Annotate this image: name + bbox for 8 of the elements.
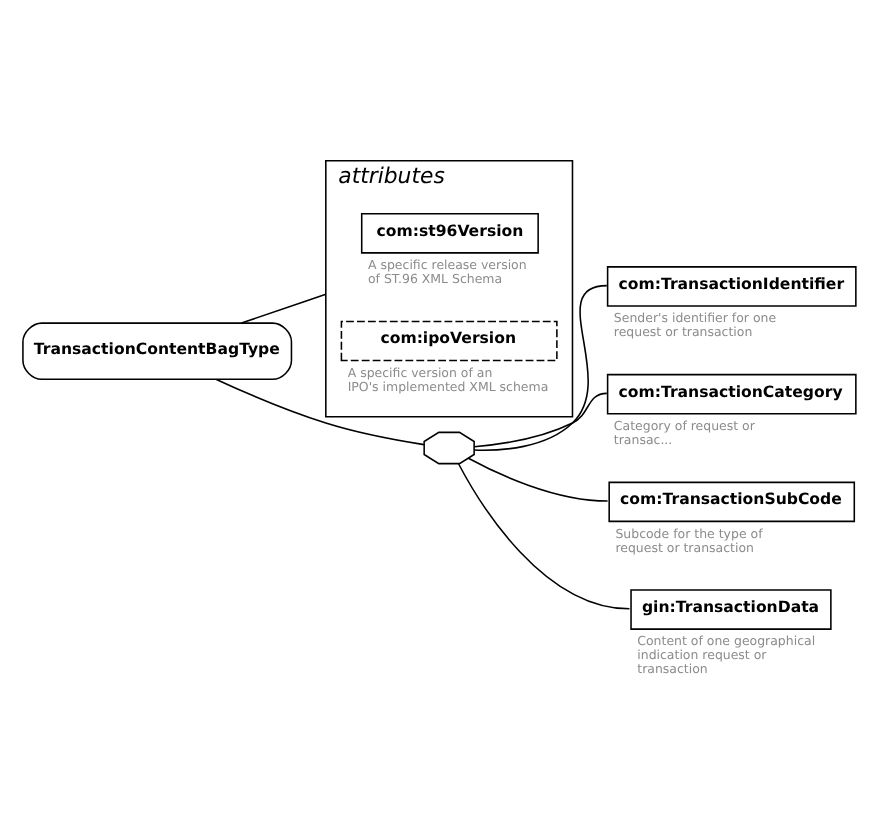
node-octagon xyxy=(423,431,475,465)
connector xyxy=(473,284,608,451)
connector xyxy=(467,457,609,502)
connector xyxy=(473,392,608,448)
connector xyxy=(240,293,327,324)
node-box: TransactionContentBagType xyxy=(22,322,293,381)
connector xyxy=(457,463,631,610)
connector xyxy=(215,378,425,446)
